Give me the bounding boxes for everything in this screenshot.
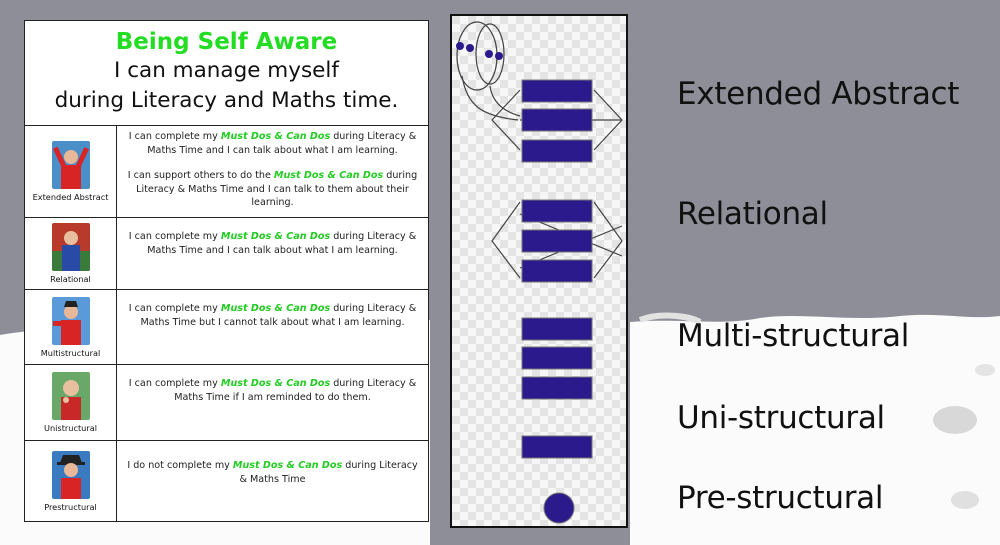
- rubric-row-relational: Relational I can complete my Must Dos & …: [25, 218, 428, 290]
- relational-blocks: [521, 199, 593, 283]
- student-photo: [51, 296, 90, 345]
- rubric-description: I can complete my Must Dos & Can Dos dur…: [117, 365, 428, 440]
- must-dos-highlight: Must Dos & Can Dos: [220, 303, 331, 314]
- solo-diagram: [452, 16, 626, 526]
- description-text: I do not complete my: [127, 460, 233, 471]
- description-text: I can complete my: [128, 131, 221, 142]
- multistructural-blocks: [521, 317, 593, 400]
- student-photo: [51, 141, 90, 189]
- must-dos-highlight: Must Dos & Can Dos: [220, 378, 331, 389]
- rubric-level-caption: Unistructural: [43, 423, 98, 433]
- student-photo: [51, 372, 90, 420]
- description-text: I can complete my: [128, 303, 221, 314]
- description-text: during Literacy & Maths Time and I can t…: [147, 131, 417, 156]
- description-text: during Literacy & Maths Time but I canno…: [140, 303, 417, 328]
- rubric-level-caption: Prestructural: [44, 502, 97, 512]
- description-text: during Literacy & Maths Time: [239, 460, 418, 485]
- rubric-row-multistructural: Multistructural I can complete my Must D…: [25, 290, 428, 365]
- rubric-level-cell: Relational: [25, 218, 117, 289]
- description-text: I can complete my: [128, 378, 221, 389]
- description-text: I can support others to do the: [127, 170, 274, 182]
- rubric-description: I can complete my Must Dos & Can Dos dur…: [117, 126, 428, 217]
- level-label-uni-structural: Uni-structural: [677, 400, 885, 436]
- rubric-subtitle-line2: during Literacy and Maths time.: [54, 88, 399, 113]
- student-photo: [51, 223, 90, 271]
- description-text: during Literacy & Maths Time and I can t…: [136, 170, 418, 209]
- level-label-extended-abstract: Extended Abstract: [677, 76, 960, 112]
- rubric-table: Being Self Aware I can manage myself dur…: [24, 20, 429, 522]
- rubric-level-caption: Relational: [50, 274, 91, 284]
- student-photo: [51, 451, 90, 499]
- unistructural-block: [521, 435, 593, 459]
- rubric-level-cell: Multistructural: [25, 290, 117, 364]
- level-label-relational: Relational: [677, 196, 828, 232]
- level-label-pre-structural: Pre-structural: [677, 480, 884, 516]
- rubric-level-cell: Extended Abstract: [25, 126, 117, 217]
- solo-diagram-panel: [450, 14, 628, 528]
- rubric-title: Being Self Aware: [115, 29, 338, 55]
- must-dos-highlight: Must Dos & Can Dos: [232, 460, 343, 471]
- extended-abstract-dots: [456, 42, 503, 60]
- rubric-description: I can complete my Must Dos & Can Dos dur…: [117, 218, 428, 289]
- prestructural-circle: [543, 492, 575, 524]
- must-dos-highlight: Must Dos & Can Dos: [220, 131, 331, 142]
- rubric-level-caption: Multistructural: [40, 347, 101, 358]
- rubric-header: Being Self Aware I can manage myself dur…: [25, 21, 428, 126]
- rubric-subtitle-line1: I can manage myself: [114, 58, 339, 83]
- rubric-level-cell: Unistructural: [25, 365, 117, 440]
- rubric-row-extended-abstract: Extended Abstract I can complete my Must…: [25, 126, 428, 218]
- description-text: during Literacy & Maths Time if I am rem…: [174, 378, 417, 403]
- must-dos-highlight: Must Dos & Can Dos: [220, 231, 331, 242]
- rubric-level-cell: Prestructural: [25, 441, 117, 522]
- description-text: I can complete my: [128, 231, 221, 242]
- rubric-row-unistructural: Unistructural I can complete my Must Dos…: [25, 365, 428, 441]
- description-text: during Literacy & Maths Time and I can t…: [147, 231, 417, 256]
- level-label-multi-structural: Multi-structural: [677, 318, 910, 354]
- rubric-description: I do not complete my Must Dos & Can Dos …: [117, 441, 428, 522]
- must-dos-highlight: Must Dos & Can Dos: [273, 170, 384, 182]
- rubric-level-caption: Extended Abstract: [32, 192, 109, 202]
- rubric-row-prestructural: Prestructural I do not complete my Must …: [25, 441, 428, 522]
- rubric-description: I can complete my Must Dos & Can Dos dur…: [117, 290, 428, 364]
- extended-abstract-blocks: [521, 79, 593, 163]
